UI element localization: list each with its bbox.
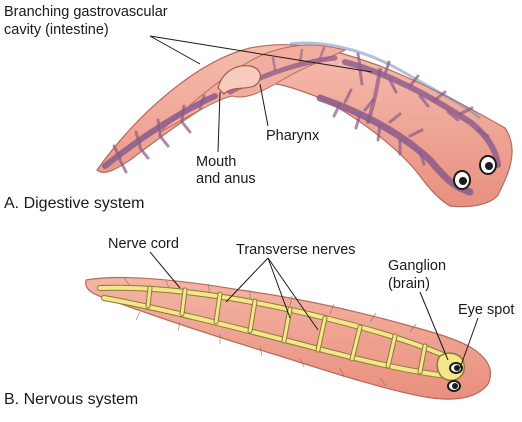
- label-mouth-line2: and anus: [196, 171, 256, 187]
- title-nervous-system: B. Nervous system: [4, 391, 138, 408]
- label-cavity-line1: Branching gastrovascular: [4, 4, 168, 20]
- label-ganglion-line1: Ganglion: [388, 258, 446, 274]
- nervous-planarian: [86, 278, 491, 400]
- label-eye-spot: Eye spot: [458, 302, 514, 318]
- digestive-planarian: [97, 43, 512, 207]
- label-cavity-line2: cavity (intestine): [4, 22, 109, 38]
- title-digestive-system: A. Digestive system: [4, 195, 144, 212]
- label-pharynx: Pharynx: [266, 128, 320, 144]
- label-nerve-cord: Nerve cord: [108, 236, 179, 252]
- label-ganglion-line2: (brain): [388, 276, 430, 292]
- label-mouth-line1: Mouth: [196, 154, 236, 170]
- label-transverse-nerves: Transverse nerves: [236, 242, 356, 258]
